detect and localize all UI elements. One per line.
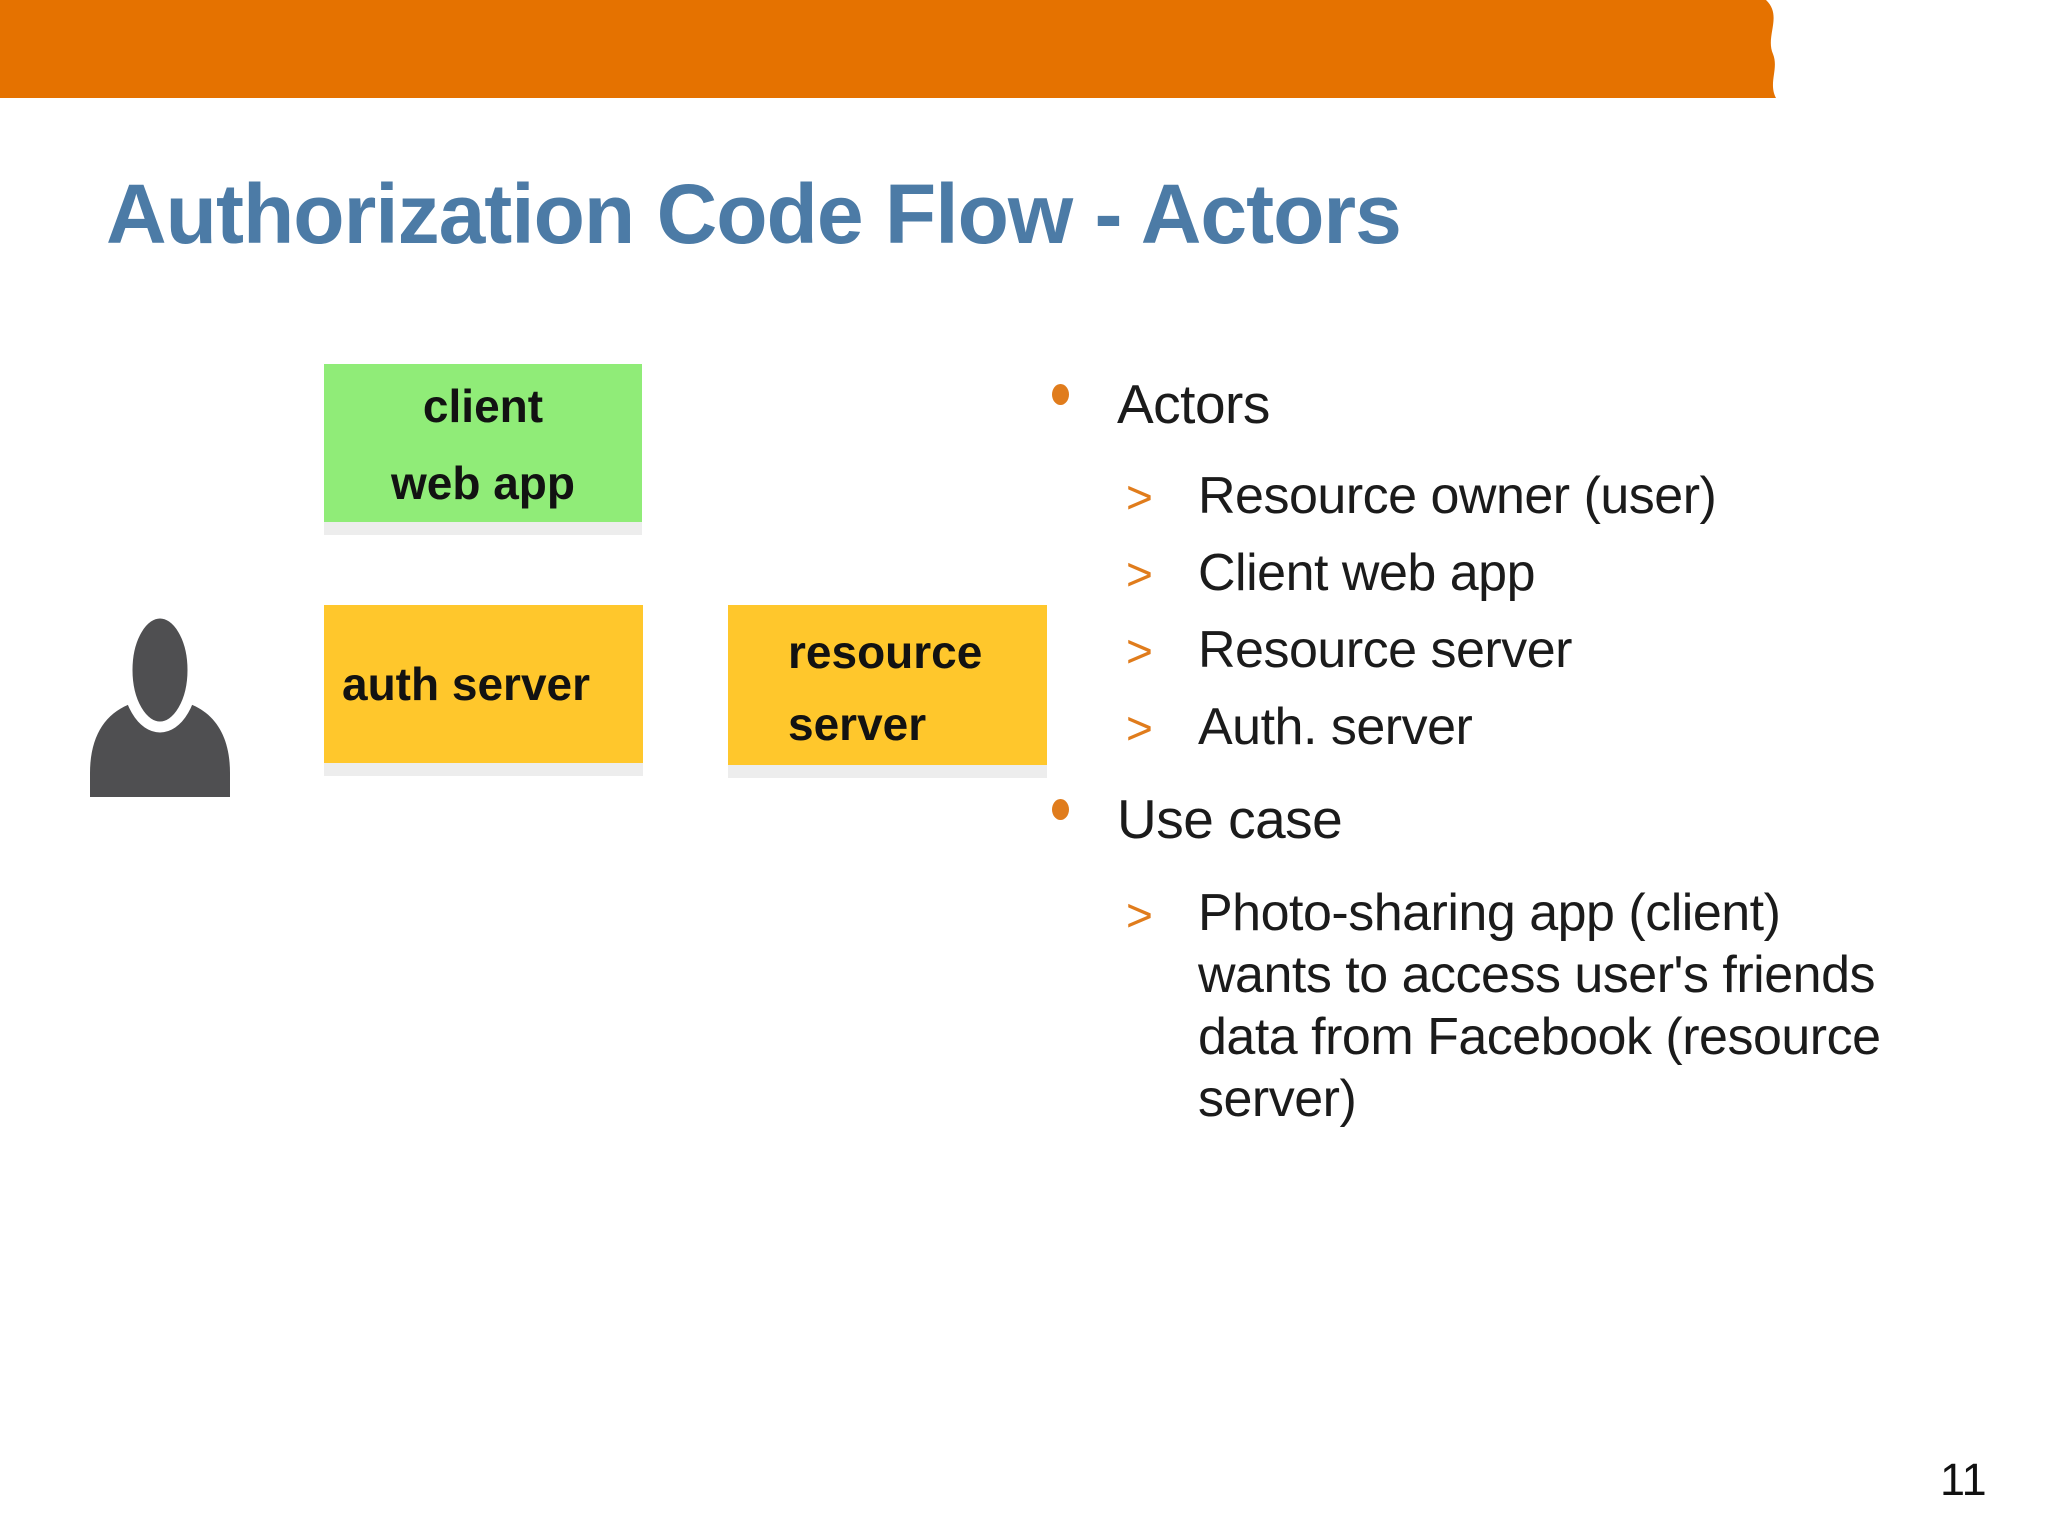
person-body-shape: [90, 699, 230, 797]
header-bar: [0, 0, 1776, 98]
bullet-dot-icon: [1052, 384, 1069, 405]
client-box-line2: web app: [390, 457, 576, 509]
auth-server-box: auth server: [324, 605, 643, 763]
list-item-resource-owner: Resource owner (user): [1198, 467, 1717, 525]
page-number: 11: [1940, 1454, 1987, 1505]
person-icon: [90, 607, 230, 797]
chevron-right-icon: >: [1126, 548, 1153, 600]
list-item-client-web-app: Client web app: [1198, 544, 1536, 602]
resource-box-line1: resource: [788, 626, 983, 678]
chevron-right-icon: >: [1126, 471, 1153, 523]
header-wave-shape: [0, 0, 1776, 98]
chevron-right-icon: >: [1126, 625, 1153, 677]
client-web-app-box: client web app: [324, 364, 642, 522]
resource-server-box: resource server: [728, 605, 1047, 765]
chevron-right-icon: >: [1126, 702, 1153, 754]
list-item-auth-server: Auth. server: [1198, 698, 1473, 756]
bullet-dot-icon: [1052, 799, 1069, 820]
list-heading-actors: Actors: [1117, 373, 1270, 435]
page-title: Authorization Code Flow - Actors: [106, 167, 1402, 261]
list-item-resource-server: Resource server: [1198, 621, 1572, 679]
client-box-line1: client: [422, 380, 544, 432]
list-item-use-case-description: Photo-sharing app (client) wants to acce…: [1198, 884, 1881, 1128]
resource-box-line2: server: [788, 698, 927, 750]
chevron-right-icon: >: [1126, 889, 1153, 941]
auth-box-label: auth server: [342, 658, 591, 710]
person-head-shape: [121, 607, 199, 733]
list-heading-use-case: Use case: [1117, 788, 1343, 850]
